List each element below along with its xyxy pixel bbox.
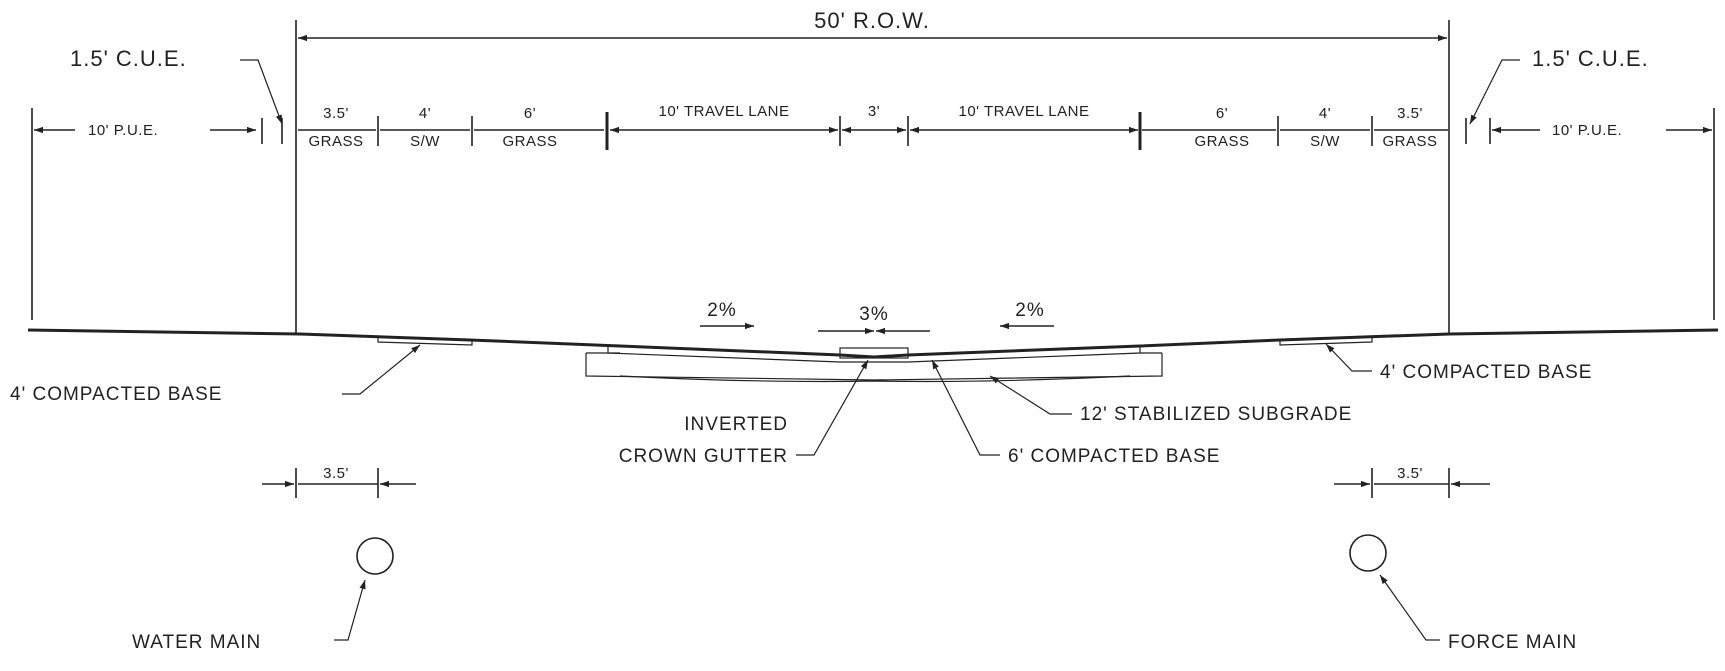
extension-lines xyxy=(31,20,1715,335)
inverted-crown-gutter xyxy=(839,347,909,359)
compacted-base-center xyxy=(607,346,1141,363)
water-main: WATER MAIN xyxy=(132,537,394,653)
grass-right-6-dim: 6' xyxy=(1216,105,1228,122)
callout-base-center: 6' COMPACTED BASE xyxy=(931,359,1220,467)
stabilized-subgrade xyxy=(585,353,1163,381)
callout-gutter: INVERTED CROWN GUTTER xyxy=(619,359,869,467)
slope-left-label: 2% xyxy=(707,300,736,321)
pue-left-label: 10' P.U.E. xyxy=(88,122,158,139)
subgrade-label: 12' STABILIZED SUBGRADE xyxy=(1080,404,1352,425)
cue-left-label: 1.5' C.U.E. xyxy=(70,46,187,71)
grass-left-6-label: GRASS xyxy=(502,133,557,150)
sidewalk-base-right xyxy=(1279,336,1373,346)
pue-right-label: 10' P.U.E. xyxy=(1552,122,1622,139)
force-main: FORCE MAIN xyxy=(1349,534,1577,653)
sidewalk-base-left xyxy=(377,336,473,346)
travel-lane-right-label: 10' TRAVEL LANE xyxy=(959,103,1090,120)
grass-right-6-label: GRASS xyxy=(1194,133,1249,150)
grass-left-35-dim: 3.5' xyxy=(323,105,349,122)
grass-left-6-dim: 6' xyxy=(524,105,536,122)
callout-base-left: 4' COMPACTED BASE xyxy=(10,344,421,405)
row-label: 50' R.O.W. xyxy=(814,8,930,33)
water-offset-label: 3.5' xyxy=(323,465,349,482)
segment-dimension-line: 10' P.U.E. 10' P.U.E. xyxy=(34,112,1712,150)
grass-right-35-label: GRASS xyxy=(1382,133,1437,150)
water-main-pipe xyxy=(356,537,394,575)
segment-labels: 3.5' GRASS 4' S/W 6' GRASS 10' TRAVEL LA… xyxy=(308,103,1437,150)
water-main-label: WATER MAIN xyxy=(132,632,261,653)
slope-center-label: 3% xyxy=(859,304,888,325)
slope-right-label: 2% xyxy=(1015,300,1044,321)
travel-lane-left-label: 10' TRAVEL LANE xyxy=(659,103,790,120)
grass-left-35-label: GRASS xyxy=(308,133,363,150)
cue-right-callout: 1.5' C.U.E. xyxy=(1469,46,1649,125)
base-left-label: 4' COMPACTED BASE xyxy=(10,384,222,405)
sidewalk-right-dim: 4' xyxy=(1319,105,1331,122)
base-right-label: 4' COMPACTED BASE xyxy=(1380,362,1592,383)
water-main-offset: 3.5' xyxy=(262,465,416,498)
callout-base-right: 4' COMPACTED BASE xyxy=(1325,343,1592,383)
row-dimension: 50' R.O.W. xyxy=(298,8,1447,42)
cue-right-label: 1.5' C.U.E. xyxy=(1532,46,1649,71)
sidewalk-left-label: S/W xyxy=(410,133,440,150)
force-main-pipe xyxy=(1349,534,1387,572)
sidewalk-right-label: S/W xyxy=(1310,133,1340,150)
slope-indicators: 2% 3% 2% xyxy=(700,300,1054,335)
road-surface-profile xyxy=(27,328,1719,359)
callout-subgrade: 12' STABILIZED SUBGRADE xyxy=(989,375,1352,425)
grass-right-35-dim: 3.5' xyxy=(1397,105,1423,122)
sidewalk-left-dim: 4' xyxy=(419,105,431,122)
gutter-width-label: 3' xyxy=(868,103,880,120)
pavement-layers xyxy=(377,336,1373,383)
cue-left-callout: 1.5' C.U.E. xyxy=(70,46,283,125)
gutter-label-line1: INVERTED xyxy=(684,414,788,435)
force-main-label: FORCE MAIN xyxy=(1448,632,1577,653)
force-main-offset: 3.5' xyxy=(1334,465,1490,498)
force-offset-label: 3.5' xyxy=(1397,465,1423,482)
gutter-label-line2: CROWN GUTTER xyxy=(619,446,788,467)
base-center-label: 6' COMPACTED BASE xyxy=(1008,446,1220,467)
